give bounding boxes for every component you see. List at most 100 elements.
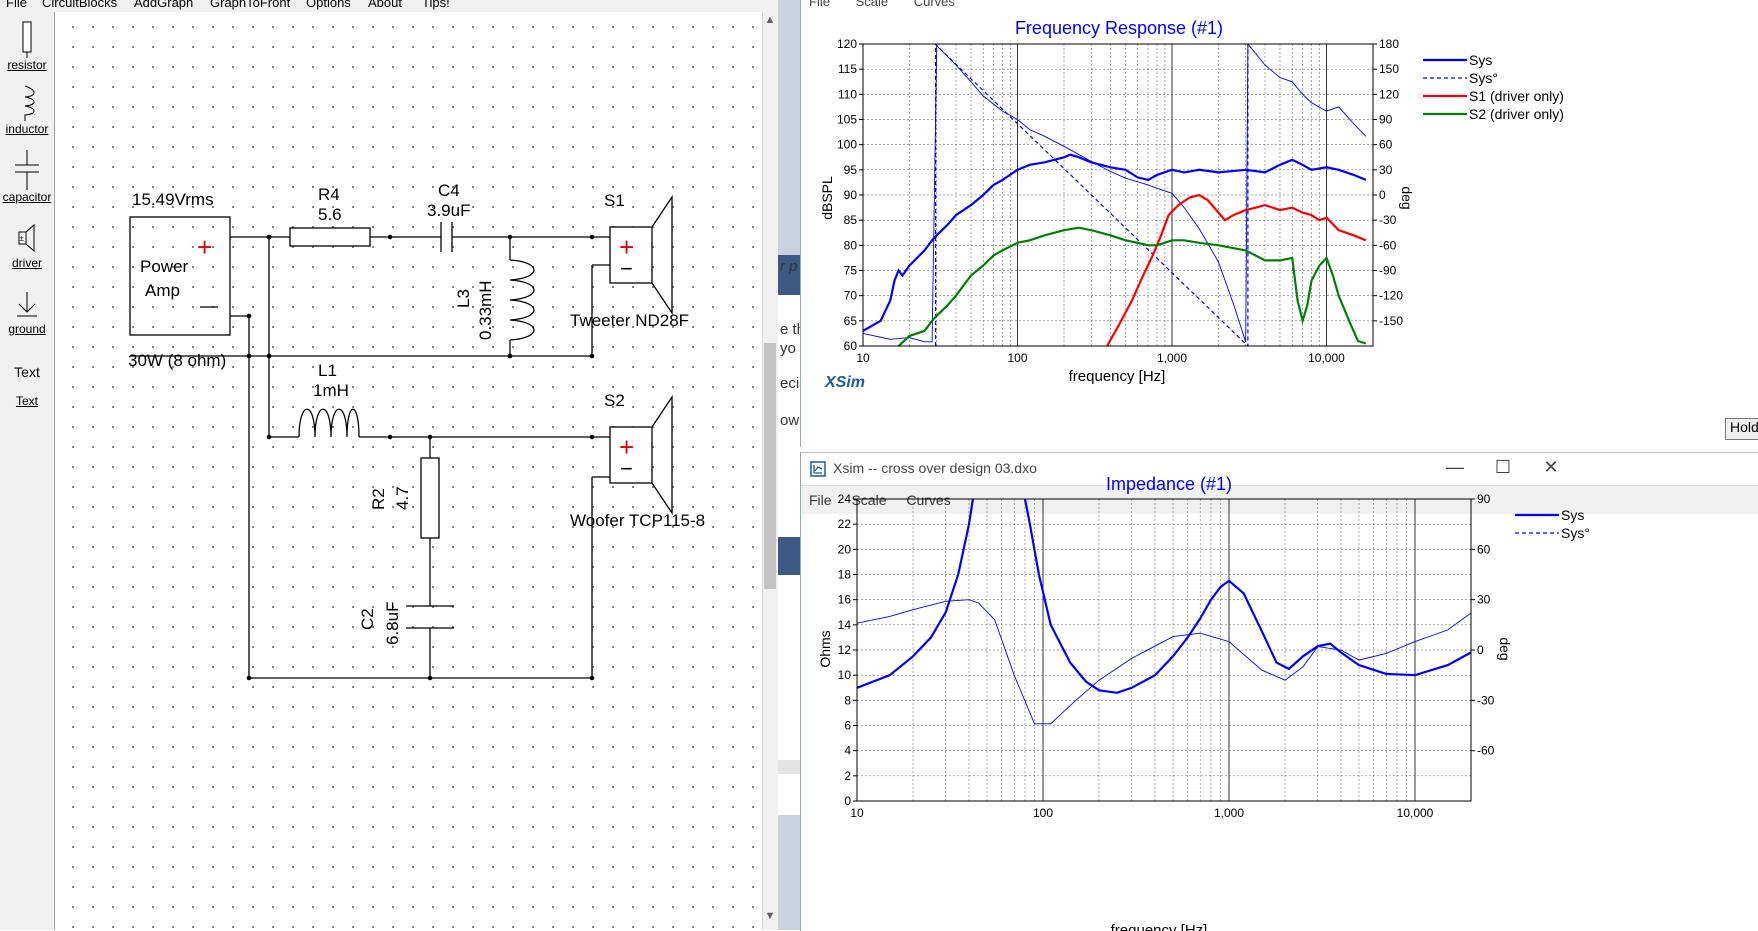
r2-value: 4.7 [393, 486, 412, 510]
y2-tick-label: -30 [1379, 213, 1397, 227]
tool-label-resistor: resistor [7, 58, 47, 72]
freq-menu-file[interactable]: File [809, 0, 830, 9]
tool-resistor[interactable]: resistor [0, 20, 54, 72]
driver-s1-cone [651, 194, 673, 316]
l1-name: L1 [318, 361, 337, 380]
s2-name: S2 [604, 391, 625, 410]
s1-plus-sign: + [619, 232, 634, 262]
s2-driver-label: Woofer TCP115-8 [570, 511, 705, 530]
y-tick-label: 85 [844, 213, 858, 227]
y2-tick-label: 30 [1379, 163, 1393, 177]
minimize-button[interactable]: — [1435, 457, 1475, 481]
component-toolbox: resistor inductor capacitor ± driver gro… [0, 12, 55, 930]
amp-plus-sign: + [197, 232, 212, 262]
scrollbar-thumb[interactable] [764, 343, 776, 589]
imp-menu-curves[interactable]: Curves [906, 492, 951, 508]
y-tick-label: 16 [838, 593, 852, 607]
close-icon: ✕ [1543, 457, 1559, 477]
imp-menu-scale[interactable]: Scale [851, 492, 887, 508]
y2-tick-label: -30 [1477, 693, 1495, 707]
driver-s2-body [609, 426, 653, 484]
series-line-sys [1023, 499, 1471, 694]
y2-tick-label: -150 [1379, 314, 1403, 328]
menu-file[interactable]: File [6, 0, 27, 10]
background-band [778, 537, 800, 575]
background-text-fragment: ow [780, 412, 800, 429]
x-axis-label: frequency [Hz] [1111, 922, 1208, 931]
maximize-button[interactable]: ☐ [1483, 457, 1523, 481]
menu-circuitblocks[interactable]: CircuitBlocks [42, 0, 118, 10]
hold-button[interactable]: Hold [1725, 418, 1758, 440]
s2-minus-sign: − [620, 456, 633, 481]
tool-ground[interactable]: ground [0, 290, 54, 336]
y2-tick-label: 90 [1379, 113, 1393, 127]
y-tick-label: 20 [838, 542, 852, 556]
series-line-sys [857, 499, 974, 689]
c4-name: C4 [438, 181, 460, 200]
tool-driver[interactable]: ± driver [0, 222, 54, 270]
tool-text[interactable]: Text Text [0, 364, 54, 408]
y2-axis-label: deg [1497, 637, 1513, 660]
y-tick-label: 22 [838, 517, 852, 531]
xsim-app-icon [810, 461, 826, 477]
menu-graphtofront[interactable]: GraphToFront [210, 0, 291, 10]
resistor-r4 [289, 227, 371, 247]
source-voltage-label: 15.49Vrms [132, 190, 214, 209]
freq-menu-scale[interactable]: Scale [855, 0, 889, 9]
y-tick-label: 8 [844, 693, 851, 707]
y2-tick-label: 0 [1477, 643, 1484, 657]
y2-tick-label: 0 [1379, 188, 1386, 202]
freq-menu-curves[interactable]: Curves [913, 0, 955, 9]
impedance-menubar: File Scale Curves [801, 486, 1758, 514]
y-tick-label: 60 [844, 339, 858, 353]
schematic-drawing: 15.49Vrms Power Amp + 30W (8 ohm) R4 5.6… [128, 181, 705, 681]
impedance-titlebar[interactable]: Xsim -- cross over design 03.dxo — ☐ ✕ [801, 453, 1758, 486]
y-axis-label: Ohms [817, 630, 833, 667]
frequency-response-window: File Scale Curves Frequency Response (#1… [800, 0, 1758, 447]
background-band [778, 255, 800, 295]
y-tick-label: 4 [844, 744, 851, 758]
series-line-sys- [857, 599, 1471, 725]
background-text-fragment: ecia [780, 375, 800, 392]
scroll-down-arrow-icon[interactable]: ▼ [764, 910, 776, 922]
menu-tips[interactable]: Tips! [422, 0, 450, 10]
tool-label-ground: ground [8, 322, 46, 336]
inductor-l1 [298, 408, 360, 438]
s1-name: S1 [604, 191, 625, 210]
y-tick-label: 0 [844, 794, 851, 808]
y-tick-label: 95 [844, 163, 858, 177]
menu-options[interactable]: Options [306, 0, 351, 10]
close-button[interactable]: ✕ [1531, 457, 1571, 481]
driver-s1-body [609, 226, 653, 284]
x-tick-label: 10 [850, 806, 864, 820]
tool-label-text: Text [15, 394, 38, 408]
legend-label: Sys° [1469, 70, 1498, 86]
y2-tick-label: 90 [1477, 492, 1491, 506]
s1-driver-label: Tweeter ND28F [570, 311, 689, 330]
amp-rating-label: 30W (8 ohm) [128, 351, 226, 370]
y-tick-label: 110 [838, 87, 857, 101]
scroll-up-arrow-icon[interactable]: ▲ [764, 14, 776, 26]
menu-addgraph[interactable]: AddGraph [134, 0, 194, 10]
ground-icon [17, 292, 37, 317]
y-tick-label: 65 [844, 314, 858, 328]
schematic-canvas[interactable]: 15.49Vrms Power Amp + 30W (8 ohm) R4 5.6… [55, 12, 762, 930]
amp-label-1: Power [140, 257, 189, 276]
impedance-window: Xsim -- cross over design 03.dxo — ☐ ✕ F… [800, 452, 1758, 931]
y-tick-label: 100 [837, 138, 857, 152]
tool-inductor[interactable]: inductor [0, 84, 54, 136]
x-tick-label: 1,000 [1157, 351, 1187, 365]
legend-label: Sys [1469, 52, 1492, 68]
menu-about[interactable]: About [368, 0, 402, 10]
y-tick-label: 120 [837, 37, 857, 51]
driver-icon: ± [18, 223, 35, 253]
y2-tick-label: -60 [1379, 238, 1397, 252]
power-amp-block [129, 216, 231, 336]
background-window-fragment: r p e th yo ecia ow [778, 255, 800, 815]
tool-capacitor[interactable]: capacitor [0, 150, 54, 204]
imp-menu-file[interactable]: File [809, 492, 832, 508]
r2-name: R2 [369, 488, 388, 510]
xsim-brand-label: XSim [824, 374, 865, 391]
freq-menubar: File Scale Curves [801, 0, 1758, 9]
series-line-s2--driver-only- [897, 226, 1367, 346]
